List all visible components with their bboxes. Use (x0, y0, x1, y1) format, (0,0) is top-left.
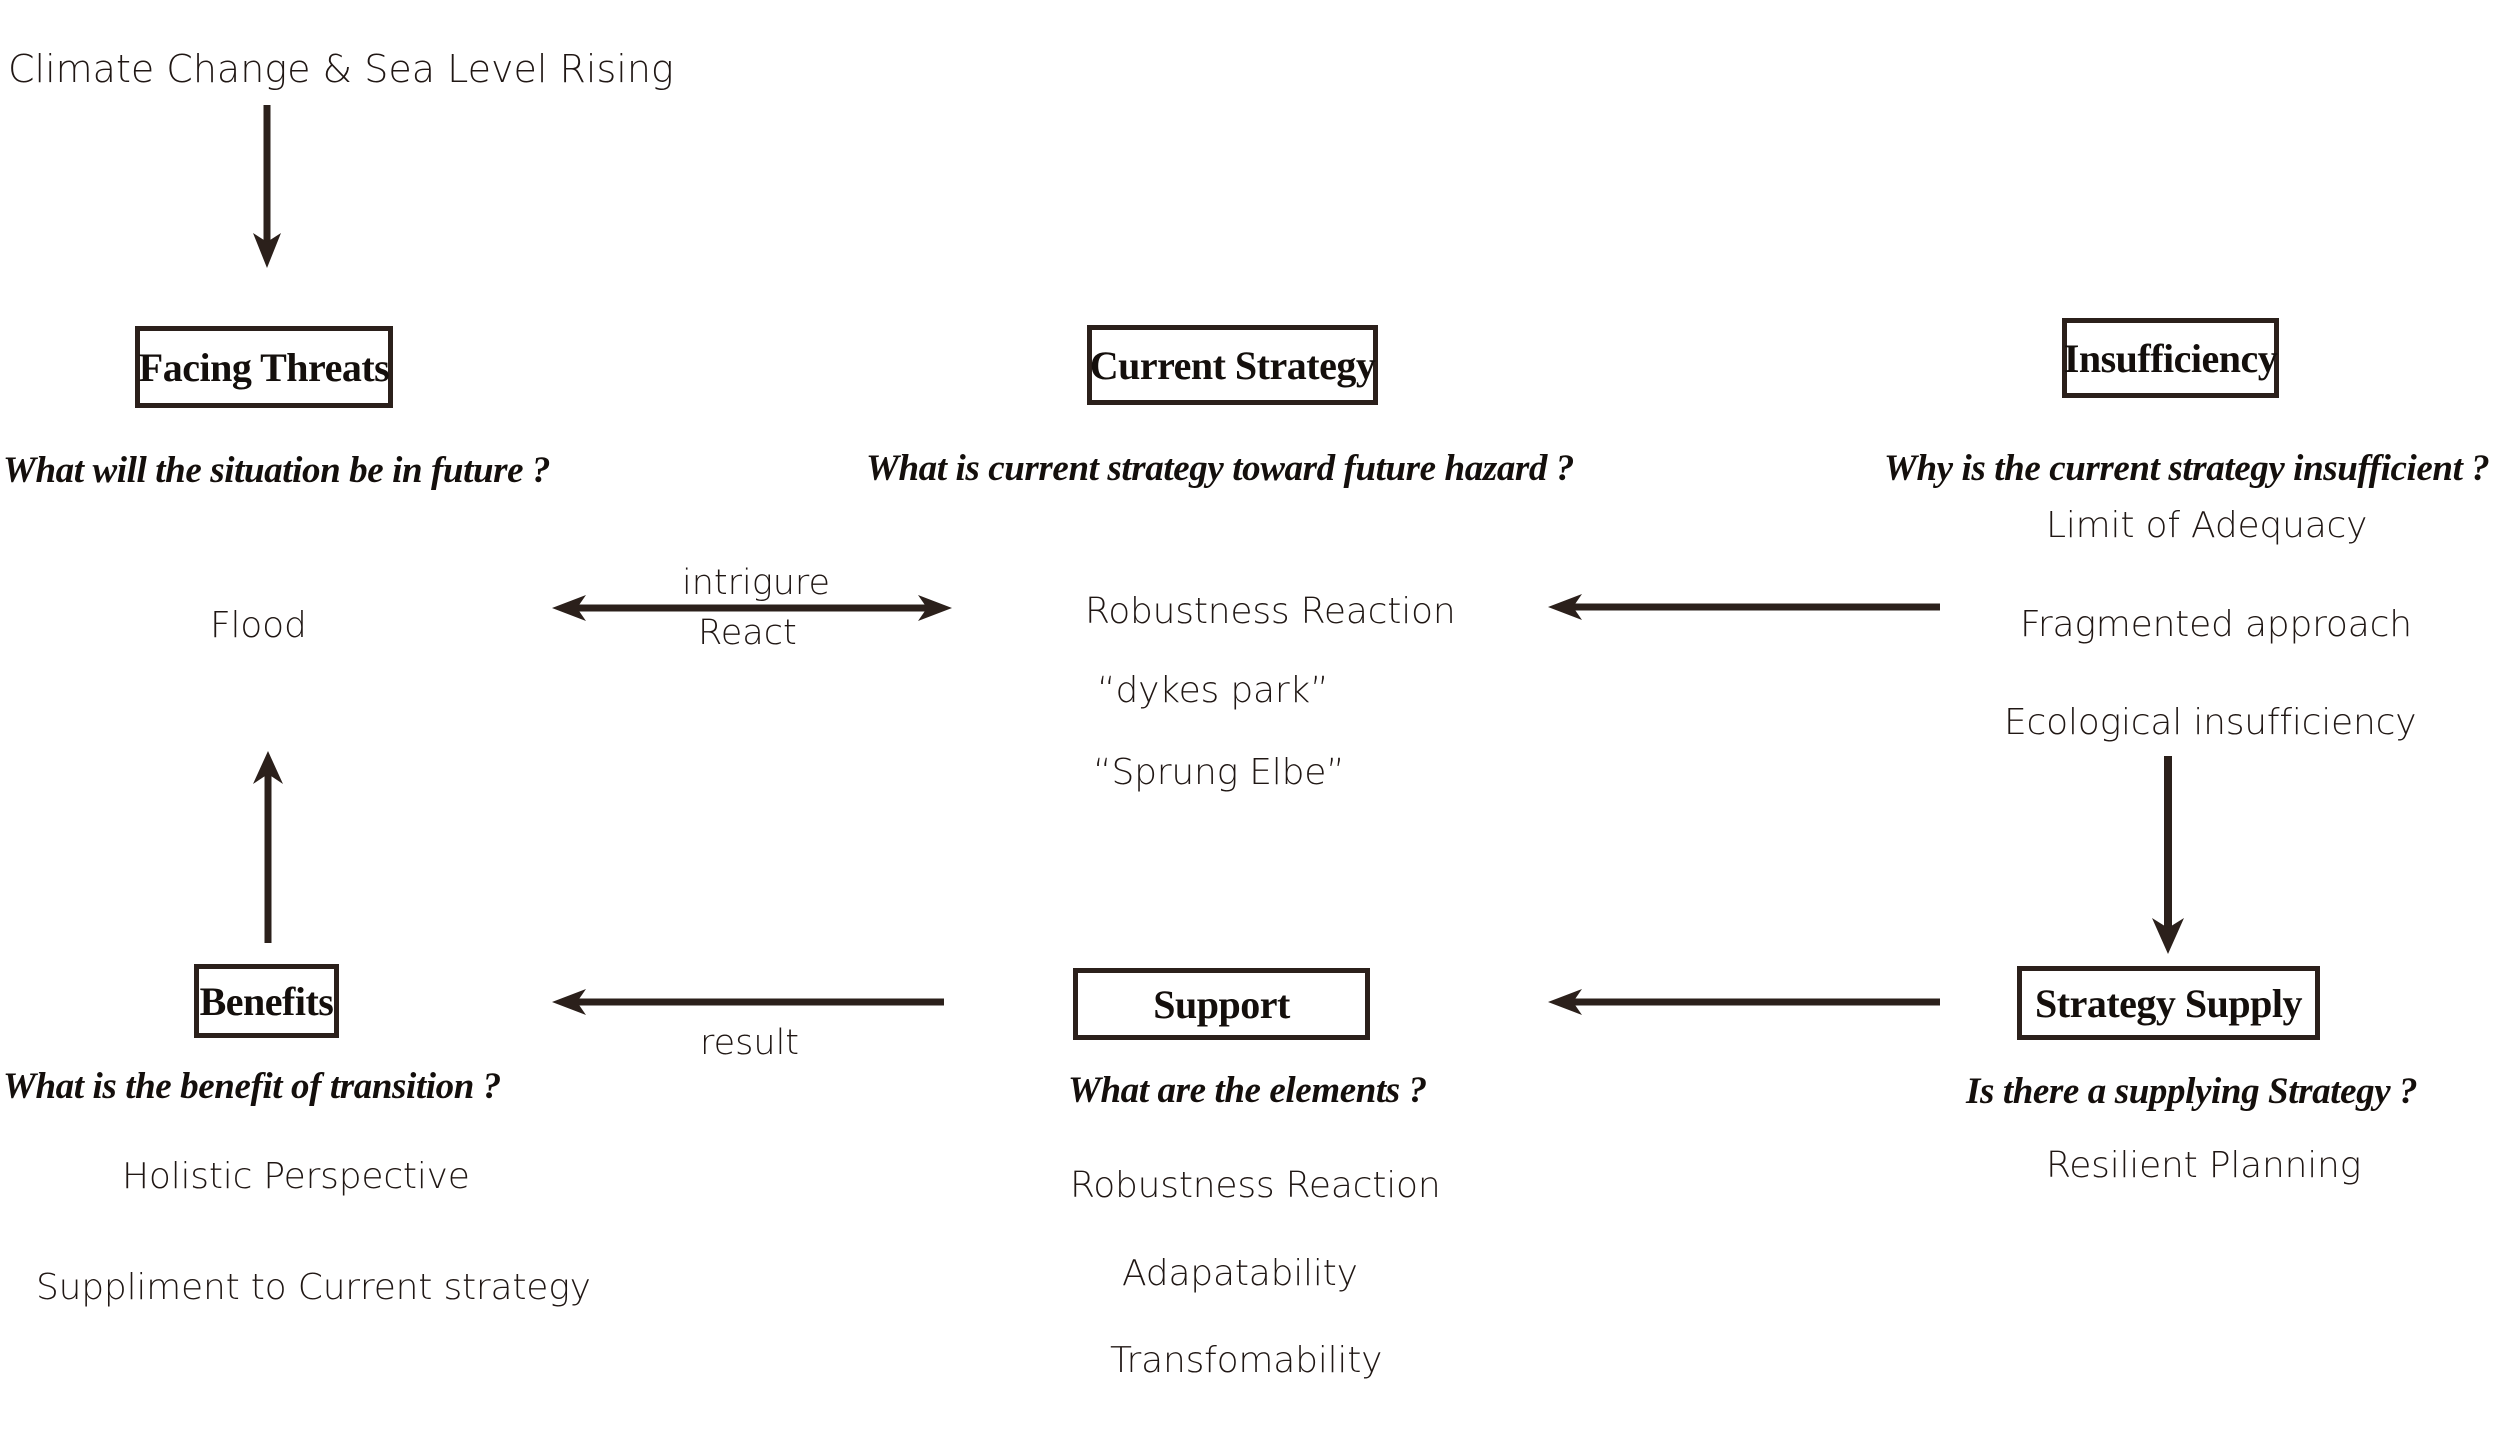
node-support[interactable]: Support (1073, 968, 1370, 1040)
arrow-threats-strategy-bidirectional (552, 592, 952, 624)
item-insufficiency-0: Limit of Adequacy (2046, 505, 2368, 546)
item-support-1: Adapatability (1122, 1253, 1358, 1294)
arrow-insufficiency-to-current-strategy (1548, 592, 1940, 622)
arrow-title-to-facing-threats (247, 105, 287, 270)
arrow-label-result: result (700, 1023, 800, 1063)
question-facing-threats: What will the situation be in future ? (3, 450, 551, 491)
arrow-benefits-to-flood (248, 751, 288, 943)
node-current-strategy-label: Current Strategy (1089, 342, 1376, 388)
item-current-strategy-0: Robustness Reaction (1085, 591, 1456, 632)
question-benefits: What is the benefit of transition ? (3, 1066, 501, 1107)
node-support-label: Support (1153, 981, 1290, 1027)
item-current-strategy-1: “dykes park” (1097, 670, 1329, 711)
question-current-strategy: What is current strategy toward future h… (866, 448, 1574, 489)
item-support-0: Robustness Reaction (1070, 1165, 1441, 1206)
item-support-2: Transfomability (1110, 1340, 1383, 1381)
node-strategy-supply[interactable]: Strategy Supply (2017, 966, 2320, 1040)
arrow-label-intrigure: intrigure (682, 563, 831, 603)
item-insufficiency-1: Fragmented approach (2020, 604, 2412, 645)
item-insufficiency-2: Ecological insufficiency (2004, 702, 2417, 743)
node-benefits-label: Benefits (199, 978, 334, 1024)
arrow-support-to-benefits (552, 987, 944, 1017)
item-benefits-1: Suppliment to Current strategy (36, 1267, 591, 1308)
arrow-strategy-supply-to-support (1548, 987, 1940, 1017)
item-current-strategy-2: “Sprung Elbe” (1093, 752, 1345, 793)
arrow-label-react: React (698, 613, 797, 653)
node-facing-threats[interactable]: Facing Threats (135, 326, 393, 408)
question-support: What are the elements ? (1068, 1070, 1427, 1111)
node-insufficiency-label: Insufficiency (2063, 335, 2278, 381)
item-facing-threats-0: Flood (210, 605, 307, 646)
item-strategy-supply-0: Resilient Planning (2046, 1145, 2362, 1186)
question-insufficiency: Why is the current strategy insufficient… (1884, 448, 2490, 489)
diagram-title: Climate Change & Sea Level Rising (8, 47, 674, 91)
node-current-strategy[interactable]: Current Strategy (1087, 325, 1378, 405)
item-benefits-0: Holistic Perspective (122, 1156, 470, 1197)
question-strategy-supply: Is there a supplying Strategy ? (1966, 1071, 2418, 1112)
arrow-insufficiency-to-strategy-supply (2148, 756, 2188, 956)
node-facing-threats-label: Facing Threats (138, 344, 390, 390)
node-strategy-supply-label: Strategy Supply (2035, 980, 2303, 1026)
node-benefits[interactable]: Benefits (194, 964, 339, 1038)
node-insufficiency[interactable]: Insufficiency (2062, 318, 2279, 398)
